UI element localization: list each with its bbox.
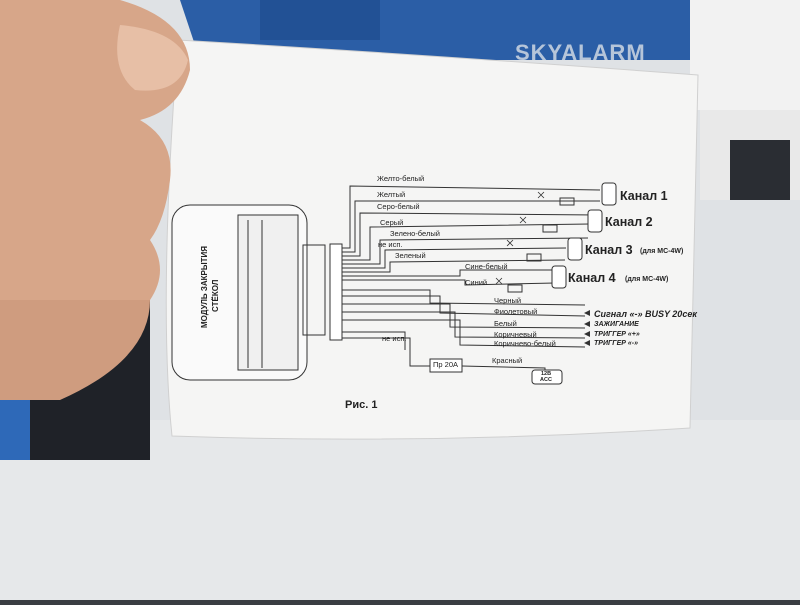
wire-label: Фиолетовый xyxy=(494,307,538,316)
signal-busy-label: Сигнал «-» BUSY 20сек xyxy=(594,309,697,319)
brand-text: SKYALARM xyxy=(515,40,646,65)
wire-label: не исп. xyxy=(378,240,403,249)
wire-label: Белый xyxy=(494,319,517,328)
channel-2-label: Канал 2 xyxy=(605,215,653,229)
figure-caption: Рис. 1 xyxy=(345,399,378,411)
acc-label-2: ACC xyxy=(540,377,552,383)
relay-icon xyxy=(601,182,617,206)
channel-1-label: Канал 1 xyxy=(620,189,668,203)
channel-4-label: Канал 4 xyxy=(568,271,616,285)
wire-label: Сине-белый xyxy=(465,262,508,271)
module-label-2: СТЁКОЛ xyxy=(211,279,220,312)
wire-label: не исп. xyxy=(382,334,407,343)
acc-terminal xyxy=(531,369,563,385)
channel-3-label: Канал 3 xyxy=(585,243,633,257)
wire-label: Серо-белый xyxy=(377,202,420,211)
fuse-label: Пр 20А xyxy=(433,360,458,369)
connector xyxy=(329,243,343,341)
wire-label: Коричневый xyxy=(494,330,537,339)
signal-ignition-label: ЗАЖИГАНИЕ xyxy=(594,321,639,328)
wire-label: Черный xyxy=(494,296,522,305)
wire-label: Синий xyxy=(465,278,488,287)
relay-icon xyxy=(567,237,583,261)
wire-label: Желто-белый xyxy=(377,174,425,183)
wire-label: Зеленый xyxy=(395,251,426,260)
channel-4-note: (для MC-4W) xyxy=(625,276,669,283)
relay-icon xyxy=(551,265,567,289)
wire-label: Красный xyxy=(492,356,523,365)
relay-icon xyxy=(587,209,603,233)
wire-label: Желтый xyxy=(377,190,406,199)
acc-label-1: 12В xyxy=(541,371,552,377)
fuse-box xyxy=(429,358,463,373)
wire-label: Коричнево-белый xyxy=(494,339,556,348)
signal-trigger-minus-label: ТРИГГЕР «-» xyxy=(594,340,638,347)
wire-label: Серый xyxy=(380,218,404,227)
signal-trigger-plus-label: ТРИГГЕР «+» xyxy=(594,331,640,338)
module-label-1: МОДУЛЬ ЗАКРЫТИЯ xyxy=(200,245,209,328)
white-box xyxy=(690,0,800,110)
channel-3-note: (для MC-4W) xyxy=(640,248,684,255)
wire-label: Зелено-белый xyxy=(390,229,440,238)
